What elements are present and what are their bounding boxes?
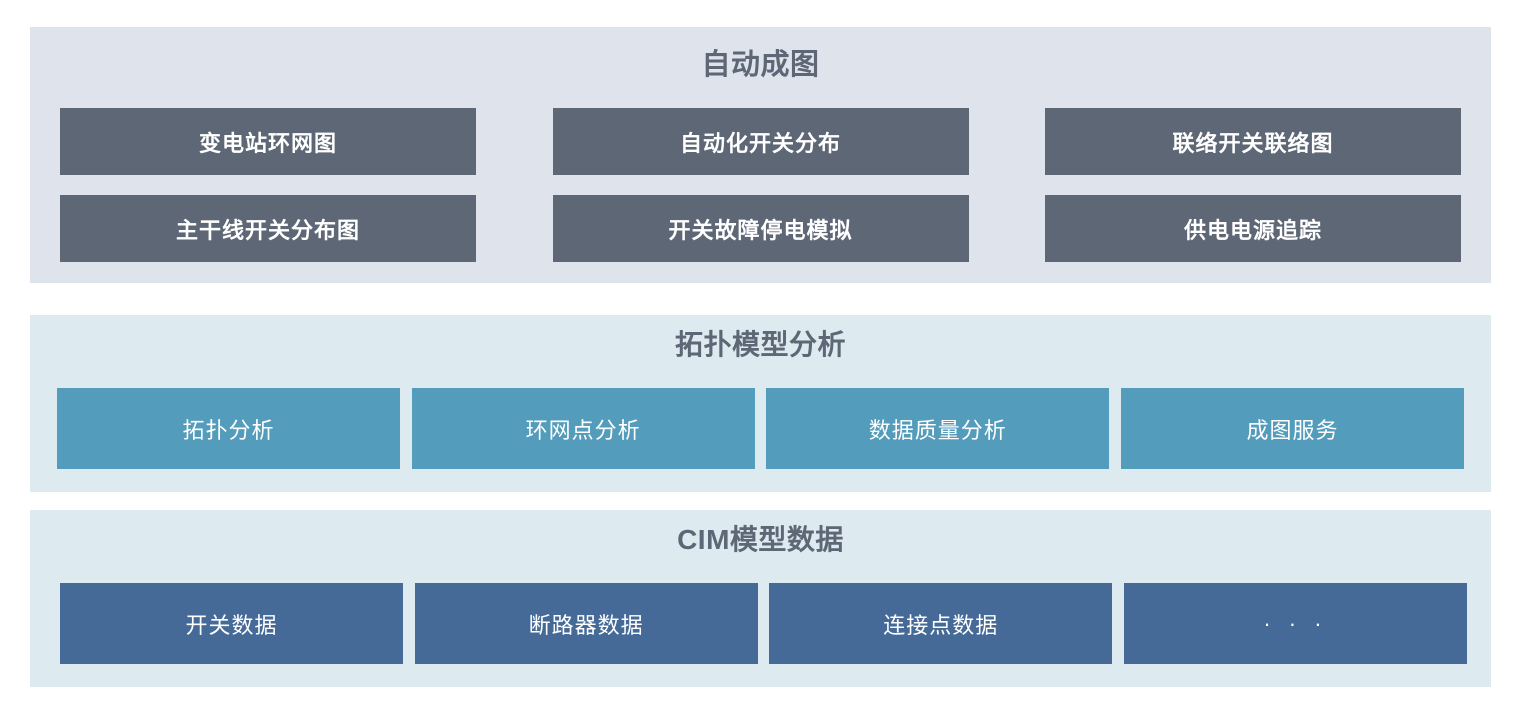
tile-data-quality-analysis[interactable]: 数据质量分析	[766, 388, 1110, 469]
section-topology-model-analysis: 拓扑模型分析 拓扑分析 环网点分析 数据质量分析 成图服务	[30, 315, 1491, 492]
section-cim-model-data: CIM模型数据 开关数据 断路器数据 连接点数据 · · ·	[30, 510, 1491, 687]
section-topology-row-1: 拓扑分析 环网点分析 数据质量分析 成图服务	[57, 388, 1464, 469]
tile-automated-switch-distribution[interactable]: 自动化开关分布	[552, 108, 969, 175]
section-cim-title: CIM模型数据	[677, 524, 844, 555]
tile-ring-network-point-analysis[interactable]: 环网点分析	[411, 388, 755, 469]
tile-circuit-breaker-data[interactable]: 断路器数据	[414, 583, 758, 664]
tile-switch-fault-outage-simulation[interactable]: 开关故障停电模拟	[552, 195, 969, 262]
tile-mapping-service[interactable]: 成图服务	[1120, 388, 1464, 469]
tile-switch-data[interactable]: 开关数据	[60, 583, 403, 664]
tile-trunk-line-switch-distribution-diagram[interactable]: 主干线开关分布图	[60, 195, 476, 262]
section-cim-row-1: 开关数据 断路器数据 连接点数据 · · ·	[60, 583, 1467, 664]
tile-more-data[interactable]: · · ·	[1123, 583, 1467, 664]
section-automap-row-1: 变电站环网图 自动化开关分布 联络开关联络图	[60, 108, 1461, 175]
tile-topology-analysis[interactable]: 拓扑分析	[57, 388, 400, 469]
tile-connectivity-node-data[interactable]: 连接点数据	[769, 583, 1113, 664]
tile-substation-ring-network-diagram[interactable]: 变电站环网图	[60, 108, 476, 175]
tile-power-supply-source-tracing[interactable]: 供电电源追踪	[1045, 195, 1461, 262]
section-automap: 自动成图 变电站环网图 自动化开关分布 联络开关联络图 主干线开关分布图 开关故…	[30, 27, 1491, 283]
section-topology-title: 拓扑模型分析	[674, 329, 846, 360]
section-automap-title: 自动成图	[701, 49, 820, 81]
tile-tie-switch-connection-diagram[interactable]: 联络开关联络图	[1045, 108, 1461, 175]
section-automap-row-2: 主干线开关分布图 开关故障停电模拟 供电电源追踪	[60, 195, 1461, 262]
